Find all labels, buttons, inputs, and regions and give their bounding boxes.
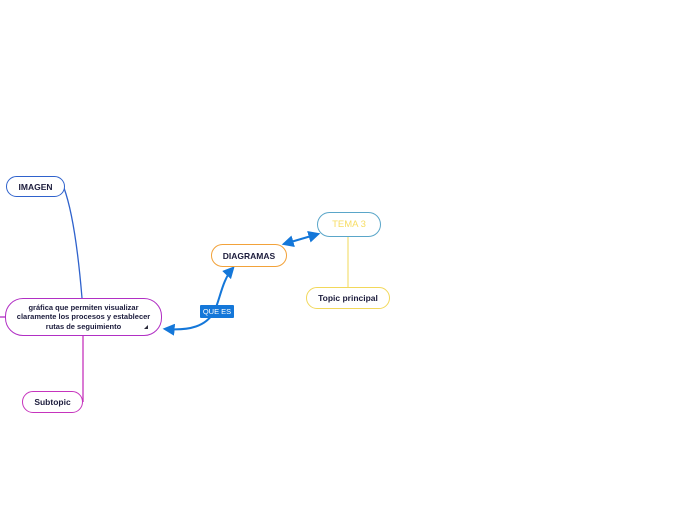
collapse-toggle-icon[interactable] [144, 325, 148, 329]
topic-principal-label: Topic principal [318, 293, 378, 303]
diagramas-main-connector[interactable] [162, 266, 235, 336]
topic-subtopic[interactable]: Subtopic [22, 391, 83, 413]
topic-subtopic-label: Subtopic [34, 397, 71, 407]
topic-principal[interactable]: Topic principal [306, 287, 390, 309]
main-imagen-connector [63, 187, 83, 299]
topic-imagen[interactable]: IMAGEN [6, 176, 65, 197]
topic-definition[interactable]: gráfica que permiten visualizar claramen… [5, 298, 162, 336]
relationship-label[interactable]: QUE ES [200, 305, 234, 318]
tema-diagramas-connector[interactable] [281, 230, 321, 248]
topic-definition-label: gráfica que permiten visualizar claramen… [16, 302, 151, 331]
topic-diagramas-label: DIAGRAMAS [222, 250, 276, 261]
topic-tema-3-label: TEMA 3 [332, 219, 366, 230]
relationship-label-text: QUE ES [202, 307, 232, 316]
topic-tema-3[interactable]: TEMA 3 [317, 212, 381, 237]
topic-diagramas[interactable]: DIAGRAMAS [211, 244, 287, 267]
topic-imagen-label: IMAGEN [18, 181, 53, 192]
